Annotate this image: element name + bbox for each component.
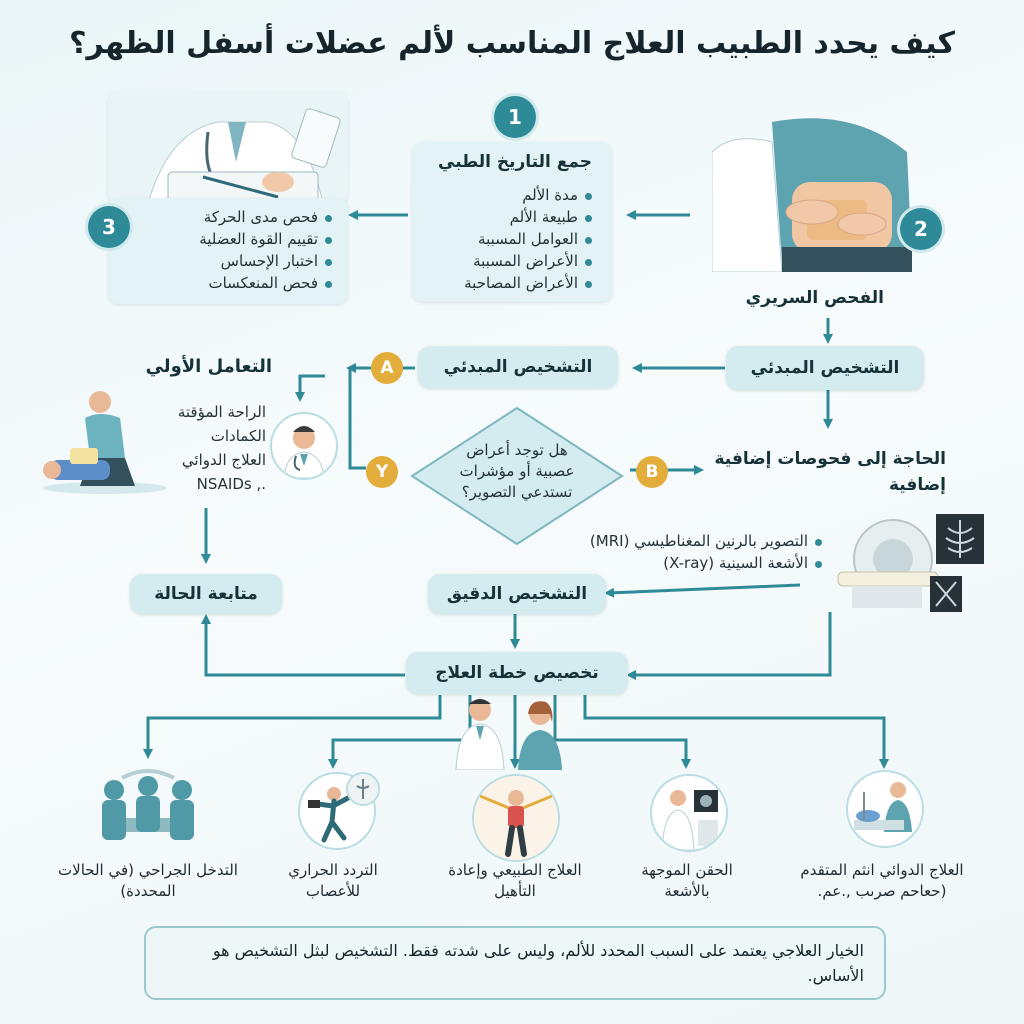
advanced-meds-label: العلاج الدوائي انثم المتقدم (حعاحم صرىب … xyxy=(800,861,964,900)
list-item: التصوير بالرنين المغناطيسي (MRI) xyxy=(590,530,824,552)
x-ray-thumb-icon xyxy=(346,772,380,806)
path-b-badge: B xyxy=(636,456,668,488)
mri-scanner-illustration xyxy=(832,512,992,616)
initial-care-list: الراحة المؤقتة الكمادات العلاج الدوائي N… xyxy=(178,400,266,496)
list-item: اختبار الإحساس xyxy=(199,250,334,272)
list-item: مدة الألم xyxy=(464,184,594,206)
injection-label: الحقن الموجهة بالأشعة xyxy=(641,861,733,900)
physical-tests-card: فحص مدى الحركة تقييم القوة العضلية اختبا… xyxy=(108,198,348,304)
doctor-writing-illustration xyxy=(108,92,348,205)
surgery-label: التدخل الجراحي (في الحالات المحددة) xyxy=(58,861,238,900)
list-item: الأشعة السينية (X-ray) xyxy=(590,552,824,574)
list-item: العوامل المسببة xyxy=(464,228,594,250)
initial-diagnosis-center: التشخيص المبدئي xyxy=(418,346,618,388)
path-y-badge: Y xyxy=(366,456,398,488)
list-item: الكمادات xyxy=(210,427,266,445)
doctor-avatar-icon xyxy=(270,412,338,480)
medical-history-heading: جمع التاريخ الطبي xyxy=(438,152,592,172)
advanced-meds-icon xyxy=(846,770,924,848)
list-item: تقييم القوة العضلية xyxy=(199,228,334,250)
injection-icon xyxy=(650,774,728,852)
imaging-list: التصوير بالرنين المغناطيسي (MRI) الأشعة … xyxy=(590,530,824,574)
medical-history-card: جمع التاريخ الطبي مدة الألم طبيعة الألم … xyxy=(412,142,612,302)
physiotherapy-label: العلاج الطبيعي وإعادة التأهيل xyxy=(448,861,582,900)
step-2-badge: 2 xyxy=(900,208,942,250)
further-tests-label: الحاجة إلى فحوصات إضافية إضافية xyxy=(714,449,946,495)
treatment-plan-box: تخصيص خطة العلاج xyxy=(406,652,628,694)
radiofrequency-label: التردد الحراري للأعصاب xyxy=(288,861,378,900)
patient-care-illustration xyxy=(40,388,170,496)
physiotherapy-icon xyxy=(472,774,560,862)
page-title: كيف يحدد الطبيب العلاج المناسب لألم عضلا… xyxy=(69,26,955,61)
list-item: العلاج الدوائي xyxy=(181,451,266,469)
list-item: فحص المنعكسات xyxy=(199,272,334,294)
step-3-badge: 3 xyxy=(88,206,130,248)
list-item: الأعراض المصاحبة xyxy=(464,272,594,294)
footer-note: الخيار العلاجي يعتمد على السبب المحدد لل… xyxy=(144,926,886,1000)
initial-care-heading: التعامل الأولي xyxy=(145,356,272,377)
surgery-icon xyxy=(92,768,204,856)
back-exam-illustration xyxy=(711,112,922,273)
list-item: الأعراض المسببة xyxy=(464,250,594,272)
list-item: فحص مدى الحركة xyxy=(199,206,334,228)
decision-text: هل توجد أعراض عصبية أو مؤشرات تستدعي الت… xyxy=(459,441,575,501)
initial-diagnosis-right: التشخيص المبدئي xyxy=(726,346,924,390)
footer-note-text: الخيار العلاجي يعتمد على السبب المحدد لل… xyxy=(212,941,864,985)
care-team-illustration xyxy=(446,692,574,771)
medical-history-list: مدة الألم طبيعة الألم العوامل المسببة ال… xyxy=(464,184,594,294)
list-item: الراحة المؤقتة xyxy=(177,403,266,421)
precise-diagnosis-box: التشخيص الدقيق xyxy=(428,574,606,614)
decision-diamond: هل توجد أعراض عصبية أو مؤشرات تستدعي الت… xyxy=(408,404,626,548)
step-1-badge: 1 xyxy=(494,96,536,138)
physical-tests-list: فحص مدى الحركة تقييم القوة العضلية اختبا… xyxy=(199,206,334,294)
follow-up-box: متابعة الحالة xyxy=(130,574,282,614)
clinical-exam-label: الفحص السريري xyxy=(745,288,884,308)
list-item: طبيعة الألم xyxy=(464,206,594,228)
path-a-badge: A xyxy=(371,352,403,384)
list-item: NSAIDs ,. xyxy=(196,475,266,493)
